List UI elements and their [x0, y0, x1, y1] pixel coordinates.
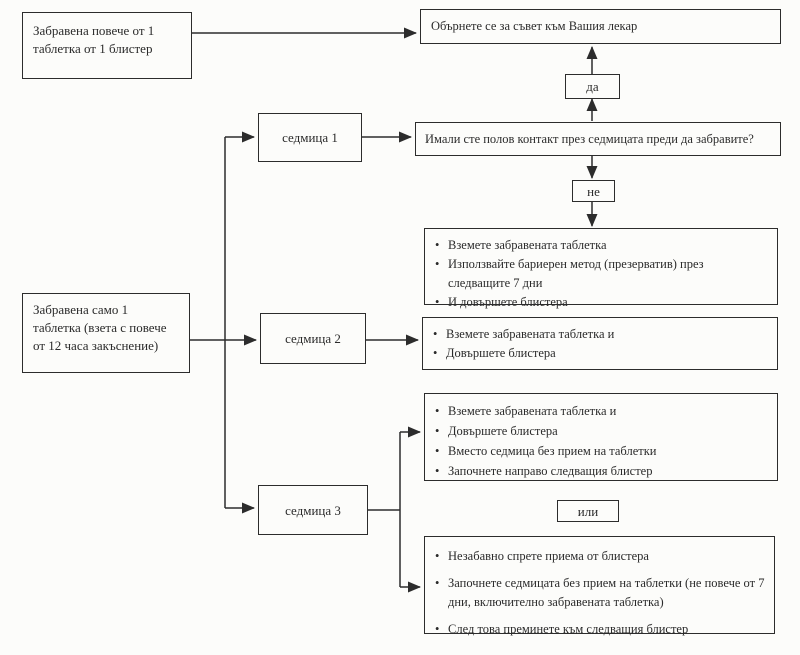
- consult-doctor-label: Обърнете се за съвет към Вашия лекар: [431, 19, 638, 33]
- yes-label: да: [586, 79, 599, 94]
- question-box: Имали сте полов контакт през седмицата п…: [415, 122, 781, 156]
- week2-box: седмица 2: [260, 313, 366, 364]
- question-label: Имали сте полов контакт през седмицата п…: [425, 131, 754, 146]
- week1-actions-list: Вземете забравената таблетка Използвайте…: [425, 229, 777, 312]
- week2-label: седмица 2: [285, 331, 341, 346]
- list-item: Довършете блистера: [435, 421, 771, 441]
- week3-label: седмица 3: [285, 502, 341, 518]
- week3-box: седмица 3: [258, 485, 368, 535]
- list-item: Вместо седмица без прием на таблетки: [435, 441, 771, 461]
- list-item: Довършете блистера: [433, 344, 771, 363]
- week1-label: седмица 1: [282, 130, 338, 145]
- week2-actions-list: Вземете забравената таблетка и Довършете…: [423, 318, 777, 363]
- no-label: не: [587, 183, 600, 199]
- week3-option2-list: Незабавно спрете приема от блистера Запо…: [425, 537, 774, 639]
- list-item: Използвайте бариерен метод (презерватив)…: [435, 255, 753, 293]
- or-label: или: [577, 503, 599, 519]
- list-item: Започнете направо следващия блистер: [435, 461, 771, 481]
- list-item: Вземете забравената таблетка и: [435, 401, 771, 421]
- week1-box: седмица 1: [258, 113, 362, 162]
- missed-only-one-box: Забравена само 1 таблетка (взета с повеч…: [22, 293, 190, 373]
- list-item: Започнете седмицата без прием на таблетк…: [435, 574, 768, 612]
- list-item: И довършете блистера: [435, 293, 753, 312]
- list-item: Незабавно спрете приема от блистера: [435, 547, 768, 566]
- week1-actions-box: Вземете забравената таблетка Използвайте…: [424, 228, 778, 312]
- week3-option1-box: Вземете забравената таблетка и Довършете…: [424, 393, 778, 481]
- missed-more-than-one-box: Забравена повече от 1 таблетка от 1 блис…: [22, 12, 192, 79]
- week3-option2-box: Незабавно спрете приема от блистера Запо…: [424, 536, 775, 639]
- list-item: Вземете забравената таблетка: [435, 236, 753, 255]
- list-item: Вземете забравената таблетка и: [433, 325, 771, 344]
- consult-doctor-box: Обърнете се за съвет към Вашия лекар: [420, 9, 781, 44]
- or-box: или: [557, 500, 619, 522]
- no-box: не: [572, 180, 615, 202]
- list-item: След това преминете към следващия блисте…: [435, 620, 768, 639]
- yes-box: да: [565, 74, 620, 99]
- week3-option1-list: Вземете забравената таблетка и Довършете…: [425, 394, 777, 481]
- week2-actions-box: Вземете забравената таблетка и Довършете…: [422, 317, 778, 370]
